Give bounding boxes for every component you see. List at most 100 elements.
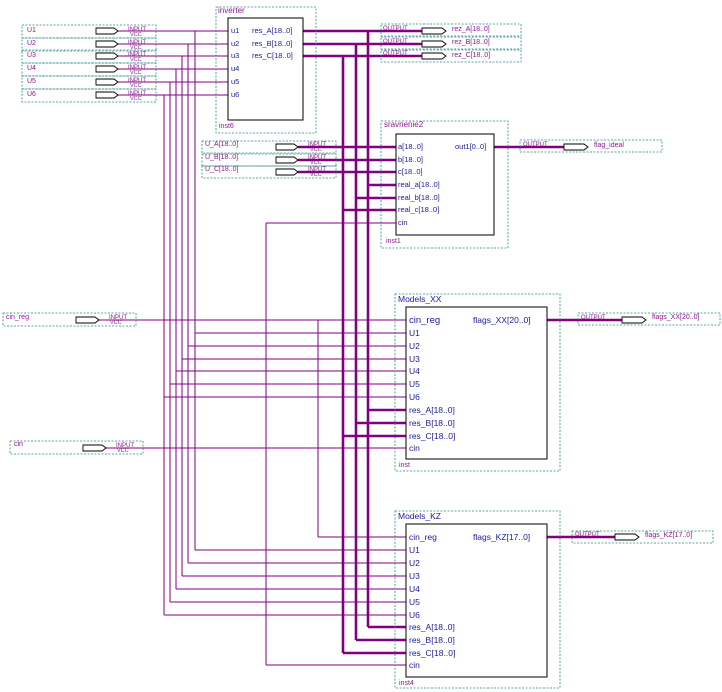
pin-vcc: VCC [117,448,129,454]
port-u1: U1 [409,328,420,338]
output-pin-rez-a[interactable]: OUTPUT rez_A[18..0] [380,23,522,37]
port-res-b: res_B[18..0] [409,635,455,645]
output-pin-flags-kz[interactable]: OUTPUT flags_KZ[17..0] [571,530,714,544]
port-cin: cin [409,443,420,453]
pin-name: U1 [27,27,36,34]
port-b: b[18..0] [398,155,423,164]
port-u3: u3 [231,51,239,60]
port-u5: U5 [409,379,420,389]
pin-tag: OUTPUT [523,142,548,148]
port-cin-reg: cin_reg [409,532,437,542]
pin-vcc: VCC [130,70,142,76]
port-real-c: real_c[18..0] [398,205,439,214]
port-res-a: res_A[18..0] [409,622,455,632]
pin-tag: INPUT [128,65,146,71]
output-pin-rez-b[interactable]: OUTPUT rez_B[18..0] [380,36,522,50]
pin-name: rez_C[18..0] [452,52,490,59]
output-pin-flags-xx[interactable]: OUTPUT flags_XX[20..0] [577,312,721,326]
pin-name: U_A[18..0] [205,141,238,148]
block-title: Models_XX [398,294,442,304]
block-inverter[interactable]: inverter inst6 u1 u2 u3 u4 u5 u6 res_A[1… [215,6,317,134]
port-u3: U3 [409,354,420,364]
port-u2: U2 [409,558,420,568]
pin-vcc: VCC [310,172,322,178]
pin-vcc: VCC [310,147,322,153]
output-pin-flag-ideal[interactable]: OUTPUT flag_ideal [519,139,663,153]
port-u1: u1 [231,26,239,35]
block-instance: inst1 [386,238,401,245]
pin-tag: OUTPUT [575,532,600,538]
port-res-a: res_A[18..0] [409,405,455,415]
port-u2: u2 [231,39,239,48]
port-res-c: res_C[18..0] [409,648,455,658]
port-u2: U2 [409,341,420,351]
pin-tag: INPUT [128,78,146,84]
pin-tag: INPUT [308,142,326,148]
pin-name: U3 [27,52,36,59]
pin-tag: INPUT [128,52,146,58]
pin-name: flags_XX[20..0] [652,314,700,321]
output-pin-rez-c[interactable]: OUTPUT rez_C[18..0] [380,49,522,63]
pin-name: U_B[18..0] [205,154,238,161]
port-real-a: real_a[18..0] [398,180,440,189]
pin-vcc: VCC [130,45,142,51]
block-instance: inst6 [219,123,234,130]
block-instance: inst4 [399,680,414,687]
pin-name: flags_KZ[17..0] [645,532,692,539]
port-res-c: res_C[18..0] [409,431,455,441]
port-cin: cin [398,218,408,227]
pin-name: cin_reg [6,314,29,321]
pin-tag: OUTPUT [581,315,606,321]
pin-name: U2 [27,40,36,47]
port-u4: u4 [231,64,239,73]
pin-name: flag_ideal [594,142,624,149]
port-u4: U4 [409,366,420,376]
port-u3: U3 [409,571,420,581]
pin-name: rez_B[18..0] [452,39,490,46]
input-pin-cin-reg[interactable]: cin_reg INPUT VCC [2,312,137,327]
pin-tag: INPUT [109,315,127,321]
port-res-a: res_A[18..0] [252,26,292,35]
port-flags-xx: flags_XX[20..0] [473,315,531,325]
pin-name: U6 [27,91,36,98]
pin-vcc: VCC [130,83,142,89]
port-u6: u6 [231,90,239,99]
port-u4: U4 [409,584,420,594]
wires [98,29,622,666]
port-u5: u5 [231,77,239,86]
block-models-kz[interactable]: Models_KZ inst4 cin_reg U1 U2 U3 U4 U5 U… [394,510,561,689]
port-u1: U1 [409,545,420,555]
pin-name: U5 [27,78,36,85]
pin-name: cin [14,441,23,448]
input-pin-cin[interactable]: cin INPUT VCC [9,440,144,455]
block-sravnenie[interactable]: sravnenie2 inst1 a[18..0] b[18..0] c[18.… [380,120,509,249]
abc-pin-group: U_A[18..0]INPUTVCCU_B[18..0]INPUTVCCU_C[… [201,140,337,179]
port-u5: U5 [409,597,420,607]
block-title: sravnenie2 [384,120,424,129]
pin-vcc: VCC [130,96,142,102]
port-cin-reg: cin_reg [409,315,440,326]
block-models-xx[interactable]: Models_XX inst cin_reg U1 U2 U3 U4 U5 U6… [394,293,561,472]
port-u6: U6 [409,610,420,620]
block-instance: inst [399,462,410,469]
pin-name: rez_A[18..0] [452,26,490,33]
port-real-b: real_b[18..0] [398,193,440,202]
port-res-c: res_C[18..0] [252,51,293,60]
pin-vcc: VCC [130,57,142,63]
pin-name: U4 [27,65,36,72]
port-res-b: res_B[18..0] [409,418,455,428]
pin-tag: INPUT [128,27,146,33]
pin-tag: INPUT [128,91,146,97]
port-c: c[18..0] [398,167,423,176]
